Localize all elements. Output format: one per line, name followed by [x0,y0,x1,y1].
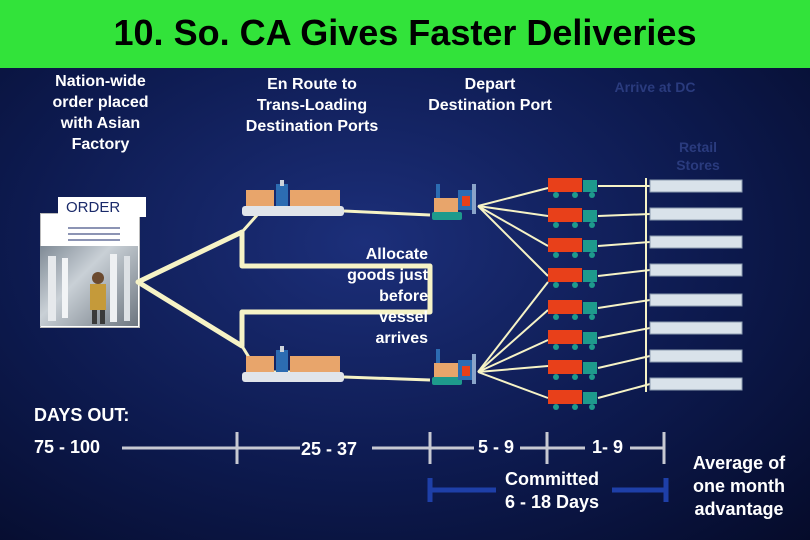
store-icon-7 [650,350,742,362]
store-icon-4 [650,264,742,276]
average-line-1: Average of [680,452,798,475]
average-line-2: one month [680,475,798,498]
truck-icon-5 [548,300,597,320]
ship-bottom-icon [242,346,344,382]
ship-top-icon [242,180,344,216]
days-timeline [122,432,665,464]
allocate-line-4: vessel [320,307,428,328]
committed-line-1: Committed [492,468,612,491]
committed-label: Committed 6 - 18 Days [492,468,612,514]
allocate-note: Allocate goods just before vessel arrive… [320,244,428,349]
store-icon-2 [650,208,742,220]
average-advantage: Average of one month advantage [680,452,798,521]
truck-icon-6 [548,330,597,350]
store-icon-3 [650,236,742,248]
allocate-line-3: before [320,286,428,307]
days-1-9: 1- 9 [592,437,623,458]
truck-icon-3 [548,238,597,258]
allocate-line-2: goods just [320,265,428,286]
truck-icon-2 [548,208,597,228]
truck-icon-4 [548,268,597,288]
allocate-line-1: Allocate [320,244,428,265]
fan-lines-bottom [478,282,548,398]
days-5-9: 5 - 9 [478,437,514,458]
store-icon-1 [650,180,742,192]
committed-line-2: 6 - 18 Days [492,491,612,514]
days-25-37: 25 - 37 [301,439,357,460]
truck-icon-7 [548,360,597,380]
truck-store-lines [598,186,650,398]
allocate-line-5: arrives [320,328,428,349]
average-line-3: advantage [680,498,798,521]
fan-lines-top [478,188,548,276]
truck-icon-1 [548,178,597,198]
port-ship-bottom-icon [432,349,476,385]
days-out-label: DAYS OUT: [34,405,129,426]
store-icon-8 [650,378,742,390]
store-icon-6 [650,322,742,334]
retail-stores [650,180,742,390]
port-ship-top-icon [432,184,476,220]
route-line-top [242,214,290,232]
truck-icon-8 [548,390,597,410]
store-icon-5 [650,294,742,306]
days-75-100: 75 - 100 [34,437,100,458]
